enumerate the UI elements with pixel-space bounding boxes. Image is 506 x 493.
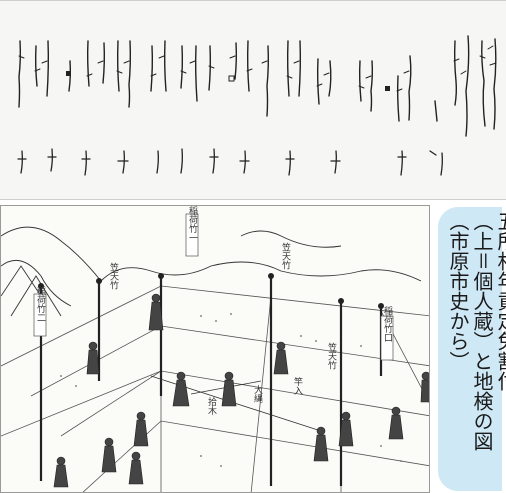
label-field-1: 拾木 [206,396,217,416]
land-survey-illustration: 稲荷竹一 笠天竹 笠天竹 稲荷竹口 笠天竹 稲荷竹二 拾木 大縄 竿入 [0,205,430,493]
label-pole-5: 笠天竹 [326,341,337,370]
caption-line-1: 五所村年貢定免割付 [494,211,506,391]
caption-background [438,207,502,491]
label-field-2: 大縄 [252,384,263,403]
label-pole-2: 笠天竹 [108,261,119,290]
caption-panel: 五所村年貢定免割付 （上＝個人蔵）と地検の図 （市原市史から） [430,205,506,493]
label-field-3: 竿入 [292,376,303,395]
caption-line-2: （上＝個人蔵）と地検の図 [470,211,494,451]
label-pole-1: 稲荷竹一 [187,206,198,242]
caption-line-3: （市原市史から） [446,211,470,371]
tax-document-scan [0,0,506,200]
label-pole-4: 稲荷竹口 [382,305,393,342]
survey-drawing: 稲荷竹一 笠天竹 笠天竹 稲荷竹口 笠天竹 稲荷竹二 拾木 大縄 竿入 [1,206,429,492]
caption-text: 五所村年貢定免割付 （上＝個人蔵）と地検の図 （市原市史から） [446,211,506,491]
label-pole-3: 笠天竹 [280,241,291,270]
label-pole-6: 稲荷竹二 [35,285,46,322]
document-handwriting [17,35,497,176]
